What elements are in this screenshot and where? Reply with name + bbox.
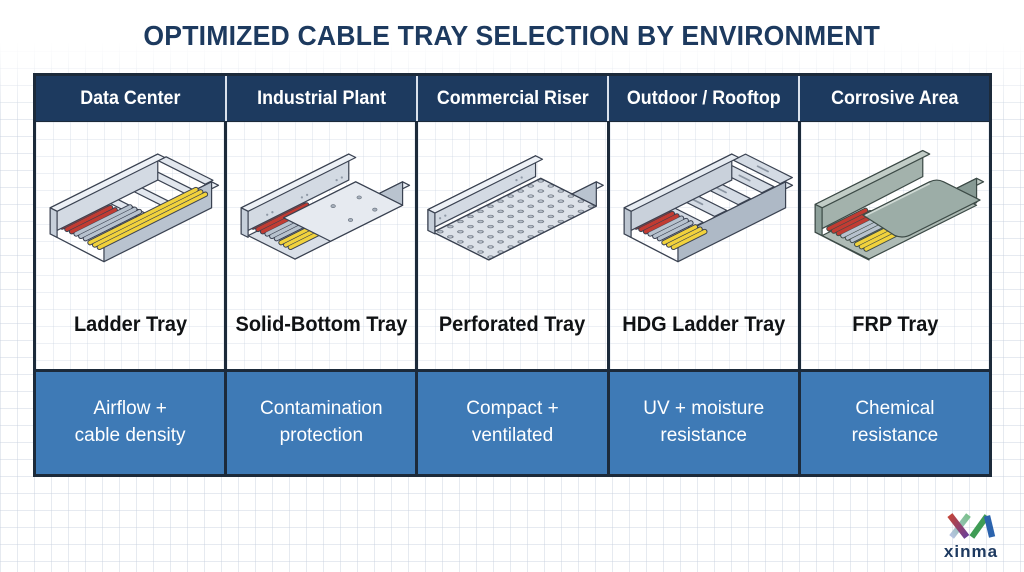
benefit-text: Compact + <box>466 398 559 420</box>
xinma-logo-icon <box>947 513 996 539</box>
column-header-corrosive-area: Corrosive Area <box>798 76 989 121</box>
column-header-outdoor-rooftop: Outdoor / Rooftop <box>607 76 798 121</box>
hdg-ladder-tray-illustration <box>612 122 796 313</box>
tray-cell-hdg-ladder: HDG Ladder Tray <box>606 122 798 369</box>
benefit-text: Chemical <box>855 398 935 420</box>
benefit-cell-data-center: Airflow + cable density <box>36 372 224 474</box>
tray-name-label: HDG Ladder Tray <box>622 313 786 336</box>
benefit-cell-corrosive-area: Chemical resistance <box>797 372 989 474</box>
benefit-text: cable density <box>74 425 186 446</box>
benefit-text: ventilated <box>471 425 554 446</box>
perforated-tray-icon <box>426 154 604 261</box>
brand-name: xinma <box>943 542 999 561</box>
tray-name-label: Perforated Tray <box>439 313 586 336</box>
column-header-industrial-plant: Industrial Plant <box>225 76 416 121</box>
column-header-commercial-riser: Commercial Riser <box>416 76 607 121</box>
tray-cell-solid-bottom: Solid-Bottom Tray <box>224 122 416 369</box>
tray-name-label: Solid-Bottom Tray <box>235 313 408 336</box>
frp-tray-illustration <box>803 122 987 313</box>
brand-logo: xinma <box>932 510 1010 562</box>
benefit-text: Airflow + <box>93 398 167 420</box>
selection-table: Data Center Industrial Plant Commercial … <box>33 73 992 477</box>
benefit-cell-commercial-riser: Compact + ventilated <box>415 372 606 474</box>
column-header-data-center: Data Center <box>80 87 181 109</box>
tray-cell-ladder: Ladder Tray <box>36 122 225 369</box>
benefit-cell-industrial-plant: Contamination protection <box>224 372 415 474</box>
benefit-cell-outdoor-rooftop: UV + moisture resistance <box>606 372 798 474</box>
header-row: Data Center Industrial Plant Commercial … <box>36 76 989 121</box>
benefit-text: Contamination <box>260 398 383 420</box>
solid-bottom-tray-illustration <box>229 122 413 313</box>
perforated-tray-illustration <box>421 122 605 313</box>
tray-row: Ladder Tray <box>36 121 990 369</box>
tray-cell-perforated: Perforated Tray <box>415 122 607 369</box>
tray-name-label: Ladder Tray <box>73 313 187 336</box>
tray-name-label: FRP Tray <box>851 313 938 336</box>
hdg-ladder-tray-icon <box>623 152 793 262</box>
benefit-text: protection <box>279 425 364 446</box>
tray-cell-frp: FRP Tray <box>797 122 990 369</box>
ladder-tray-icon <box>49 152 220 262</box>
page-title: OPTIMIZED CABLE TRAY SELECTION BY ENVIRO… <box>143 20 881 51</box>
benefit-text: UV + moisture <box>643 398 765 420</box>
solid-bottom-tray-icon <box>240 152 411 260</box>
frp-tray-icon <box>814 149 985 261</box>
benefit-row: Airflow + cable density Contamination pr… <box>36 369 989 474</box>
ladder-tray-illustration <box>38 122 222 313</box>
benefit-text: resistance <box>851 425 939 446</box>
benefit-text: resistance <box>660 425 748 446</box>
